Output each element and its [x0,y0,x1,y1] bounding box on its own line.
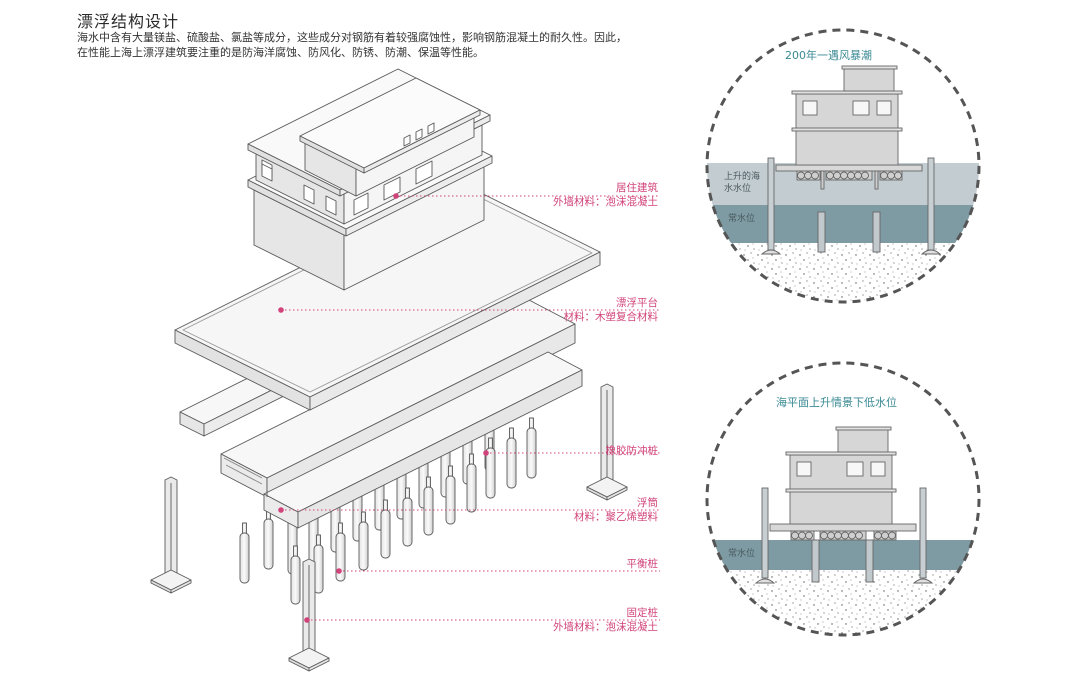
rubber-fender-pile [380,499,391,559]
balance-pile [865,539,874,583]
pile-body [423,486,434,536]
house-penthouse [843,67,895,92]
rubber-fender-pile [358,511,369,571]
residential-building [247,68,493,291]
rubber-fender-pile [506,427,517,489]
floating-platform [174,184,601,411]
fixed-piles [150,383,628,672]
low-normal-water-label: 常水位 [728,549,756,559]
rubber-fender-pile [313,534,324,594]
window [876,100,892,116]
exploded-structure-diagram [150,68,660,672]
pile-group [239,412,537,605]
pile-body [239,532,250,584]
description-line-2: 在性能上海上漂浮建筑要注重的是防海洋腐蚀、防风化、防锈、防潮、保温等性能。 [77,46,484,59]
pile-body [402,497,413,547]
pile-body [335,532,346,582]
balance-pile [817,211,826,253]
callout-float-name: 浮筒 [637,497,658,509]
rubber-fender-pile [423,476,434,536]
house-body [789,454,893,525]
dot-float [278,507,284,513]
float-cylinders [791,531,896,540]
page-title: 漂浮结构设计 [77,12,180,31]
window [870,461,886,477]
description-line-1: 海水中含有大量镁盐、硫酸盐、氯盐等成分，这些成分对钢筋有着较强腐蚀性，影响钢筋混… [77,31,627,44]
pile-body [290,555,301,605]
callout-fender-pile: 橡胶防冲桩 [606,444,659,458]
window [802,100,818,116]
low-water-scenario [707,426,979,635]
fixed-pile [150,476,192,594]
rubber-fender-pile [445,465,456,525]
fixed-pile [288,558,330,672]
pile-body [263,518,274,570]
callout-balance-pile-name: 平衡桩 [626,558,659,570]
seabed [707,570,979,635]
callout-fixed-pile-name: 固定桩 [626,607,659,619]
callout-balance-pile: 平衡桩 [627,557,659,571]
callout-building-name: 居住建筑 [616,182,658,194]
callout-fender-pile-name: 橡胶防冲桩 [605,445,659,457]
fixed-pile-right [919,487,927,579]
float-cylinders [797,171,902,180]
pile-body [506,437,517,489]
dot-fender-pile [483,450,489,456]
callout-building-material: 外墙材料：泡沫混凝土 [553,196,658,208]
window [796,461,812,477]
dot-platform [278,307,284,313]
rubber-fender-pile [485,437,496,499]
pile-body [466,463,477,513]
rubber-fender-pile [526,417,537,479]
fixed-pile-left [761,487,769,579]
rubber-fender-pile [239,522,250,584]
pile-body [380,509,391,559]
callout-dots [278,193,489,623]
rubber-fender-pile [290,545,301,605]
dot-fixed-pile [304,617,310,623]
window [846,461,864,477]
callout-platform: 漂浮平台 材料：木塑复合材料 [564,296,659,324]
description: 海水中含有大量镁盐、硫酸盐、氯盐等成分，这些成分对钢筋有着较强腐蚀性，影响钢筋混… [77,30,677,60]
callout-building: 居住建筑 外墙材料：泡沫混凝土 [553,181,658,209]
balance-pile [872,211,881,253]
low-water-title: 海平面上升情景下低水位 [776,396,897,409]
house-penthouse [837,428,889,453]
callout-float: 浮筒 材料：聚乙烯塑料 [574,496,658,524]
seabed [707,243,979,302]
dot-building [393,193,399,199]
rising-water-label: 上升的海水水位 [724,172,761,194]
callout-fixed-pile: 固定桩 外墙材料：泡沫混凝土 [553,606,658,634]
callout-float-material: 材料：聚乙烯塑料 [574,511,658,523]
rubber-fender-pile [466,453,477,513]
window [852,100,870,116]
storm-surge-title: 200年一遇风暴潮 [785,49,872,62]
pile-body [445,475,456,525]
storm-surge-circle-border [705,28,981,304]
callout-leaders [281,195,660,621]
pile-body [485,447,496,499]
dot-balance-pile [336,568,342,574]
platform-deck [775,164,923,172]
callout-platform-material: 材料：木塑复合材料 [563,311,659,323]
balance-pile [811,539,820,583]
house-body [795,93,899,166]
rubber-fender-pile [263,508,274,570]
callout-platform-name: 漂浮平台 [616,297,658,309]
storm-normal-water-label: 常水位 [728,214,756,224]
fixed-pile [586,383,628,501]
fixed-pile-left [767,157,775,251]
callout-fixed-pile-material: 外墙材料：泡沫混凝土 [553,621,658,633]
platform-deck [769,523,917,532]
fixed-pile-right [927,157,935,251]
pile-body [358,521,369,571]
